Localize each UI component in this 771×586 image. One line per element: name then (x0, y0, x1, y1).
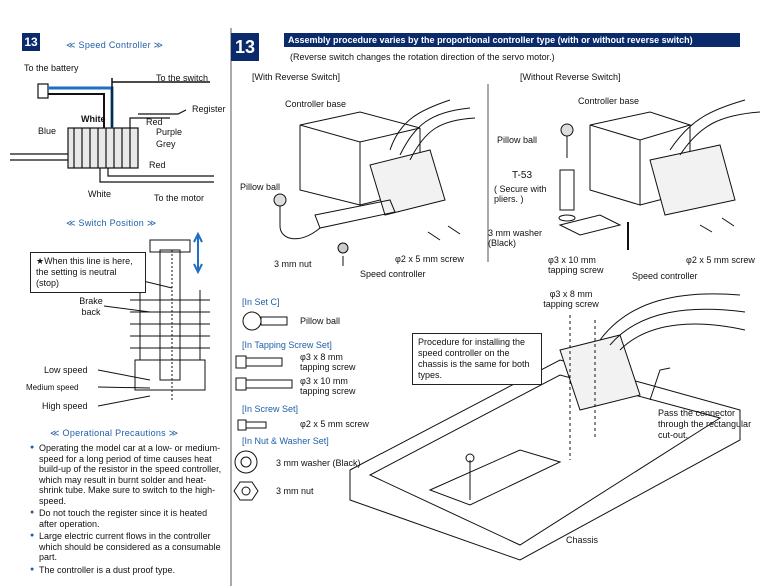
parts-screw-5mm: φ2 x 5 mm screw (300, 419, 369, 429)
switch-position-diagram (97, 231, 210, 407)
label-high-speed: High speed (42, 401, 88, 411)
label-white-bottom: White (88, 189, 112, 199)
label-grey: Grey (156, 139, 176, 149)
label-pillow-ball-1: Pillow ball (240, 182, 281, 192)
label-to-battery: To the battery (24, 63, 79, 73)
label-speed-controller-1: Speed controller (360, 269, 426, 279)
label-to-motor: To the motor (154, 193, 205, 203)
label-pillow-ball-2: Pillow ball (497, 135, 538, 145)
parts-tap-8mm: φ3 x 8 mm tapping screw (300, 352, 356, 372)
label-screw-1: φ2 x 5 mm screw (395, 254, 464, 264)
chassis-drawing (349, 293, 746, 561)
precautions-title: ≪ Operational Precautions ≫ (50, 428, 179, 438)
speed-controller-title: ≪ Speed Controller ≫ (66, 40, 164, 50)
with-reverse-assembly (273, 99, 476, 266)
parts-tapping-set: [In Tapping Screw Set] (242, 340, 332, 350)
reverse-switch-note: (Reverse switch changes the rotation dir… (290, 52, 555, 62)
parts-nut-set: [In Nut & Washer Set] (242, 436, 329, 446)
label-chassis: Chassis (566, 535, 599, 545)
label-white-top: White (81, 114, 106, 124)
label-red-top: Red (146, 117, 163, 127)
label-red-bottom: Red (149, 160, 166, 170)
speed-controller-diagram (10, 78, 214, 183)
parts-nut: 3 mm nut (276, 486, 314, 496)
label-blue: Blue (38, 126, 57, 136)
assembly-banner: Assembly procedure varies by the proport… (284, 33, 740, 47)
parts-washer: 3 mm washer (Black) (276, 458, 361, 468)
precautions-list: Operating the model car at a low- or med… (30, 443, 222, 577)
label-tapping-8mm: φ3 x 8 mm tapping screw (543, 289, 599, 309)
parts-screw-set: [In Screw Set] (242, 404, 299, 414)
label-brake-back: Brake back (79, 296, 103, 317)
label-t53: T-53 (512, 170, 533, 181)
label-tapping-10mm: φ3 x 10 mm tapping screw (548, 255, 604, 275)
label-medium-speed: Medium speed (26, 383, 79, 392)
parts-icons (233, 311, 293, 501)
label-controller-base-1: Controller base (285, 99, 347, 109)
procedure-note: Procedure for installing the speed contr… (412, 333, 542, 385)
label-controller-base-2: Controller base (578, 96, 640, 106)
label-3mm-nut-1: 3 mm nut (274, 259, 312, 269)
precaution-item: Operating the model car at a low- or med… (30, 443, 222, 506)
parts-pillow-ball: Pillow ball (300, 316, 341, 326)
without-reverse-assembly (558, 99, 761, 250)
heading-without-reverse: [Without Reverse Switch] (520, 72, 621, 82)
precaution-item: Large electric current flows in the cont… (30, 531, 222, 563)
label-to-switch: To the switch (156, 73, 209, 83)
label-purple: Purple (156, 127, 183, 137)
precaution-item: The controller is a dust proof type. (30, 565, 222, 576)
neutral-note: ★When this line is here, the setting is … (30, 252, 146, 293)
label-low-speed: Low speed (44, 365, 88, 375)
step-number-badge-left: 13 (22, 33, 40, 51)
switch-position-title: ≪ Switch Position ≫ (66, 218, 157, 228)
heading-with-reverse: [With Reverse Switch] (252, 72, 341, 82)
label-speed-controller-2: Speed controller (632, 271, 698, 281)
parts-set-c: [In Set C] (242, 297, 280, 307)
label-secure-pliers: ( Secure with pliers. ) (494, 184, 547, 204)
label-register: Register (192, 104, 226, 114)
step-number-badge-right: 13 (231, 33, 259, 61)
pass-connector-note: Pass the connector through the rectangul… (658, 408, 752, 440)
parts-tap-10mm: φ3 x 10 mm tapping screw (300, 376, 356, 396)
label-3mm-washer: 3 mm washer (Black) (488, 228, 543, 248)
precaution-item: Do not touch the register since it is he… (30, 508, 222, 529)
label-screw-2: φ2 x 5 mm screw (686, 255, 755, 265)
